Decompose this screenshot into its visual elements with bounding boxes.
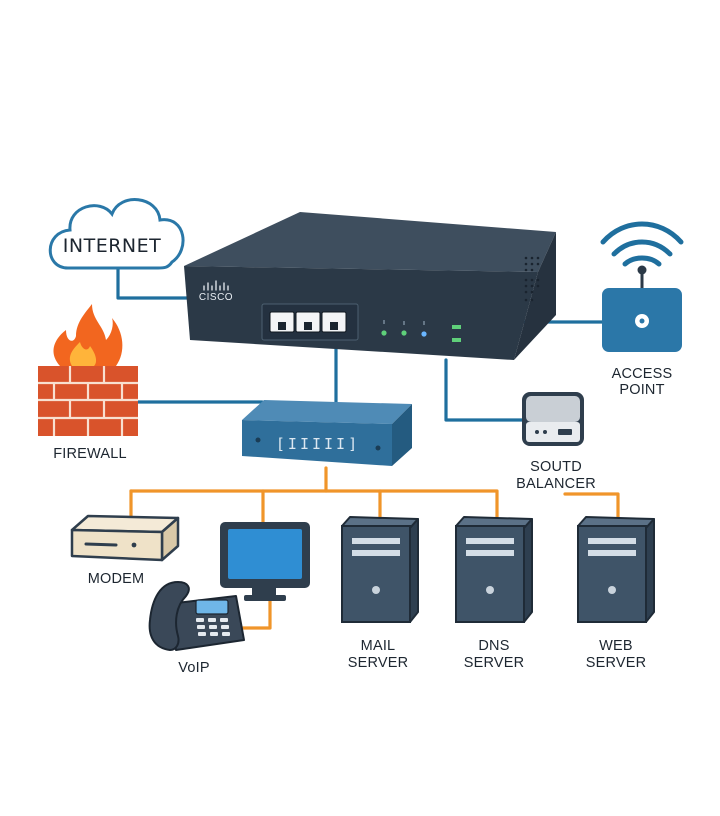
web-server: WEB SERVER: [577, 516, 655, 671]
led-green-icon: [381, 330, 387, 336]
router: CISCO: [184, 212, 556, 360]
load-balancer-label-line1: SOUTD: [530, 459, 582, 475]
router-side: [514, 232, 556, 360]
dns-server-label-line2: SERVER: [464, 655, 525, 671]
web-server-label-line1: WEB: [599, 638, 633, 654]
monitor-screen: [228, 529, 302, 579]
voip-label: VoIP: [178, 660, 209, 676]
link-internet-router: [116, 266, 192, 300]
modem: MODEM: [70, 514, 180, 587]
modem-label: MODEM: [88, 571, 145, 587]
dns-server: DNS SERVER: [455, 516, 533, 671]
mail-server: MAIL SERVER: [341, 516, 419, 671]
access-point-label-line1: ACCESS: [612, 366, 673, 382]
router-vents: [524, 256, 540, 302]
monitor: [220, 522, 310, 601]
brand-label: CISCO: [199, 292, 233, 303]
network-switch: [IIIII]: [242, 400, 412, 466]
flame-icon: [53, 304, 123, 366]
link-firewall-switch: [135, 400, 264, 416]
mail-server-label-line2: SERVER: [348, 655, 409, 671]
wifi-icon: [600, 221, 684, 267]
access-point: ACCESS POINT: [600, 221, 684, 398]
switch-led-icon: [255, 437, 261, 443]
phone-keypad: [196, 618, 230, 636]
handset: [148, 580, 190, 652]
switch-ports: [IIIII]: [276, 435, 360, 453]
access-point-label-line2: POINT: [619, 382, 664, 398]
internet-label: INTERNET: [63, 235, 161, 257]
router-top: [184, 212, 556, 272]
load-balancer: SOUTD BALANCER: [516, 392, 596, 492]
firewall-label: FIREWALL: [53, 446, 127, 462]
brick-mortar: [38, 366, 138, 436]
router-ethernet-ports: [269, 311, 347, 333]
router-status-leds: [381, 320, 461, 342]
phone-display: [195, 599, 229, 615]
mail-server-label-line1: MAIL: [361, 638, 396, 654]
led-blue-icon: [421, 331, 427, 337]
switch-led-icon: [375, 445, 381, 451]
link-web-balancer: [563, 492, 620, 519]
firewall: FIREWALL: [38, 304, 138, 462]
orange-connections: [129, 466, 620, 630]
led-green-icon: [401, 330, 407, 336]
link-router-balancer: [444, 358, 526, 422]
led-bar-icon: [452, 338, 461, 342]
brand-logo: [203, 280, 229, 291]
voip-phone: VoIP: [148, 580, 245, 676]
load-balancer-label-line2: BALANCER: [516, 476, 596, 492]
link-monitor-voip: [238, 596, 272, 630]
led-bar-icon: [452, 325, 461, 329]
dns-server-label-line1: DNS: [478, 638, 509, 654]
internet-cloud: INTERNET: [48, 198, 185, 270]
bus-line: [129, 489, 499, 522]
router-front: [184, 266, 538, 360]
web-server-label-line2: SERVER: [586, 655, 647, 671]
